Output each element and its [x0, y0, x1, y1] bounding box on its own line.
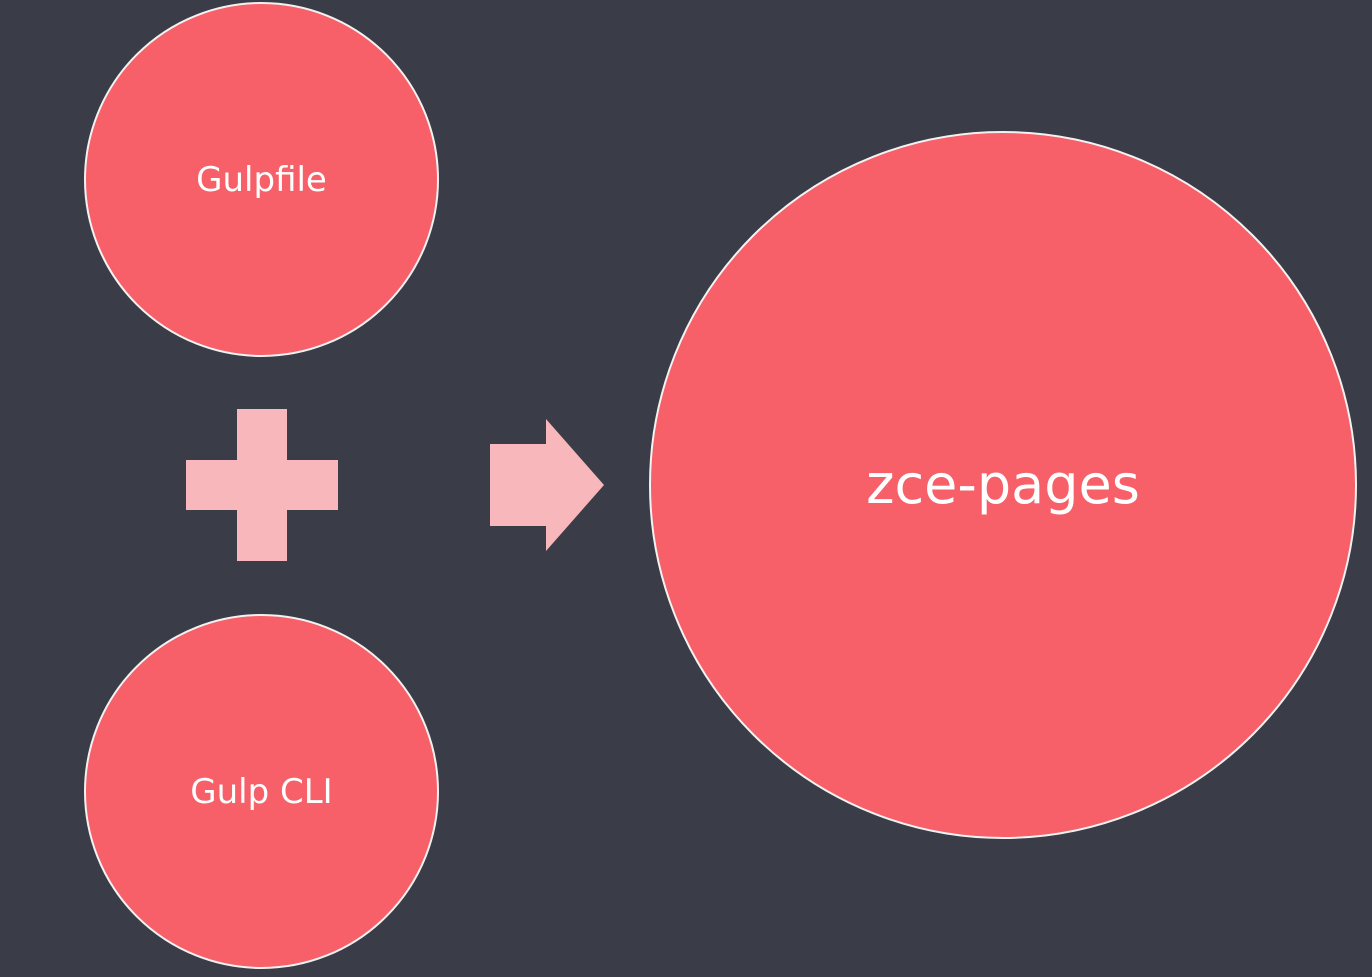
zce-pages-circle: zce-pages: [649, 131, 1357, 839]
plus-icon: [186, 409, 338, 561]
gulp-cli-label: Gulp CLI: [190, 771, 333, 812]
gulpfile-circle: Gulpfile: [84, 2, 439, 357]
gulpfile-label: Gulpfile: [196, 159, 327, 200]
arrow-right-icon: [490, 419, 604, 551]
zce-pages-label: zce-pages: [866, 453, 1140, 516]
gulp-cli-circle: Gulp CLI: [84, 614, 439, 969]
